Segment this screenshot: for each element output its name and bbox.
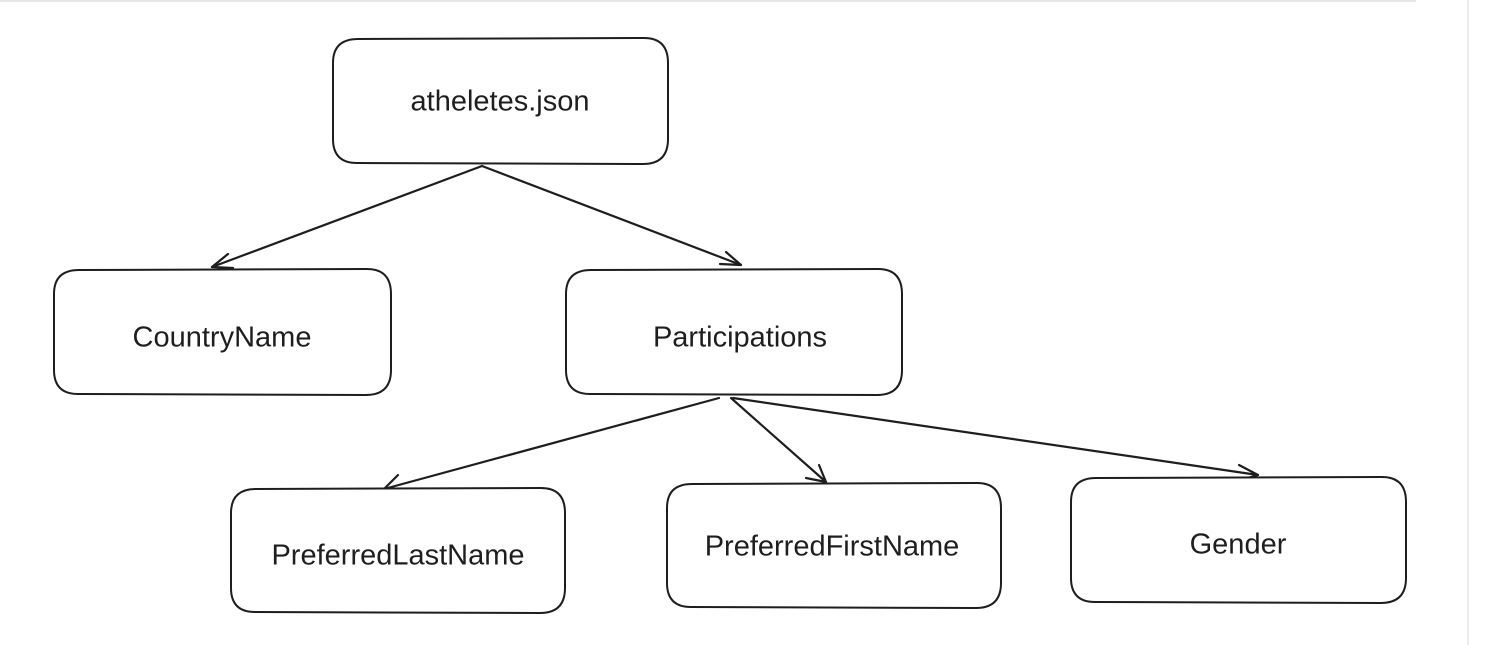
edge-participations-to-preferredfirstname	[729, 396, 828, 484]
node-label-gender: Gender	[1190, 529, 1287, 561]
node-countryname[interactable]: CountryName	[53, 267, 392, 397]
node-label-preferredlastname: PreferredLastName	[271, 540, 524, 572]
edges	[210, 164, 1260, 491]
node-label-atheletes-json: atheletes.json	[411, 86, 590, 118]
node-preferredlastname[interactable]: PreferredLastName	[230, 486, 566, 615]
edge-root-to-countryname	[210, 164, 484, 270]
node-label-participations: Participations	[653, 322, 827, 354]
edge-root-to-participations	[480, 164, 743, 267]
node-atheletes-json[interactable]: atheletes.json	[332, 36, 669, 166]
edge-participations-to-preferredlastname	[382, 396, 721, 491]
node-participations[interactable]: Participations	[565, 267, 903, 397]
right-scroll-divider	[1467, 0, 1469, 645]
node-gender[interactable]: Gender	[1070, 475, 1407, 605]
node-label-preferredfirstname: PreferredFirstName	[705, 531, 960, 563]
node-label-countryname: CountryName	[133, 322, 312, 354]
node-preferredfirstname[interactable]: PreferredFirstName	[666, 481, 1002, 610]
top-divider	[0, 0, 1416, 2]
